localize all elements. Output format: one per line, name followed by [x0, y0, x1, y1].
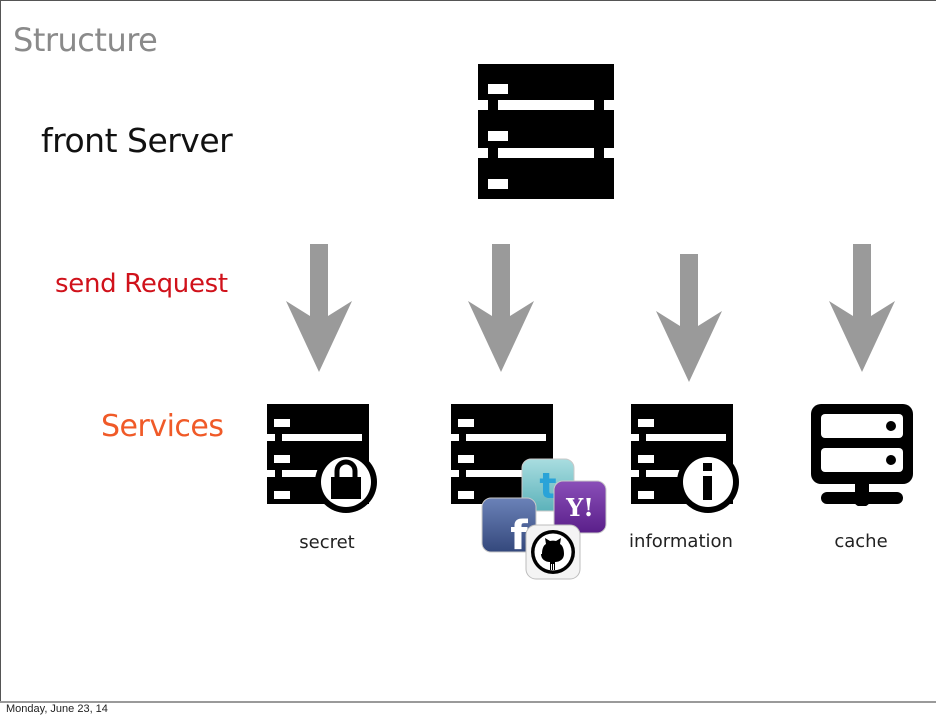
front-server-label: front Server [41, 121, 233, 160]
send-request-label: send Request [55, 269, 228, 299]
slide-divider [0, 701, 936, 703]
arrow-down-icon [465, 244, 537, 372]
server-lock-icon [267, 404, 379, 516]
server-info-icon [631, 404, 743, 516]
github-icon [525, 524, 581, 580]
service-caption-information: information [629, 531, 733, 552]
footer-date: Monday, June 23, 14 [6, 703, 108, 715]
service-caption-secret: secret [299, 532, 355, 553]
facebook-glyph: f [510, 513, 528, 553]
services-label: Services [101, 409, 224, 444]
twitter-glyph: t [539, 466, 556, 507]
arrow-down-icon [283, 244, 355, 372]
facebook-icon: f [481, 497, 537, 553]
arrow-down-icon [653, 254, 725, 382]
network-server-icon [811, 404, 915, 506]
slide: Structure front Server send Request Serv… [0, 0, 936, 702]
slide-title: Structure [13, 21, 158, 59]
yahoo-glyph: Y! [565, 493, 594, 522]
service-caption-cache: cache [834, 531, 888, 552]
front-server-icon [478, 64, 614, 199]
yahoo-icon: Y! [553, 480, 607, 534]
arrow-down-icon [826, 244, 898, 372]
